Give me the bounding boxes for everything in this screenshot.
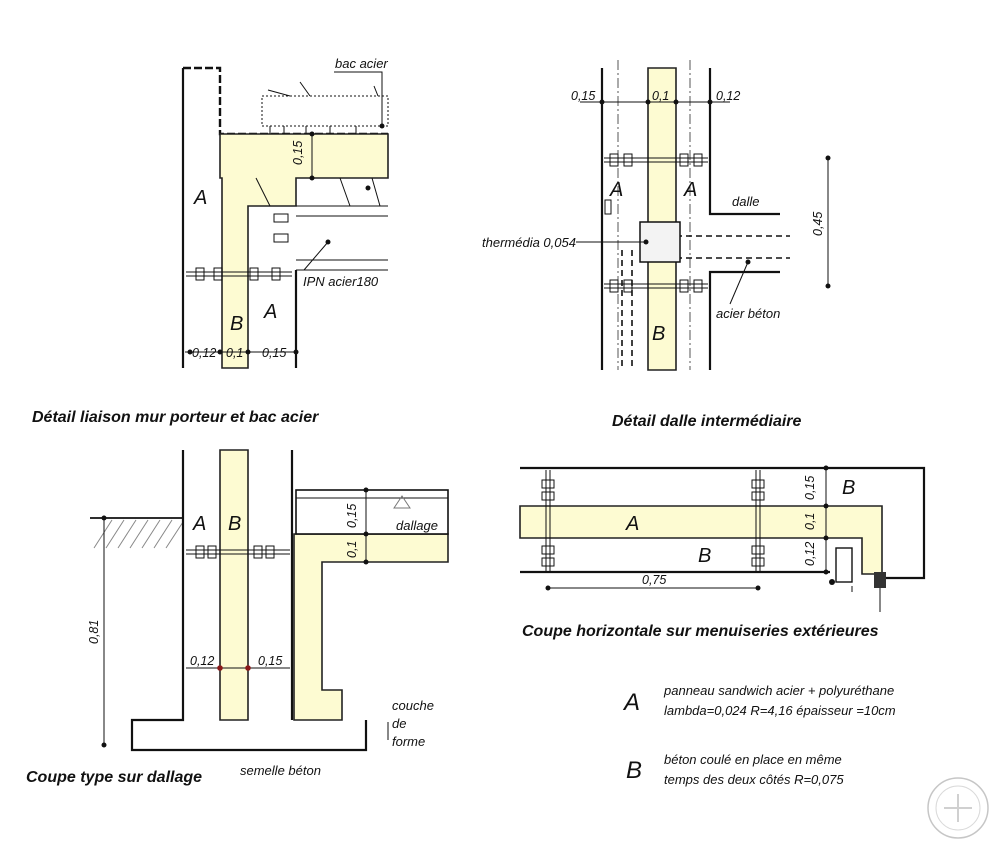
dim-015: 0,15 <box>803 476 817 500</box>
foundation-outline <box>130 450 368 752</box>
core-concrete-b <box>519 505 883 575</box>
dim-045: 0,45 <box>811 212 825 236</box>
tie-rods <box>604 157 708 289</box>
legend-b-line2: temps des deux côtés R=0,075 <box>664 772 844 787</box>
dim-01: 0,1 <box>652 89 669 103</box>
label-couche: couche <box>392 698 434 713</box>
dallage-slab <box>295 489 449 535</box>
caption-detail-1: Détail liaison mur porteur et bac acier <box>32 409 319 426</box>
frame-profile <box>835 547 853 583</box>
legend-a-line1: panneau sandwich acier + polyuréthane <box>663 683 894 698</box>
rebar-slab <box>676 235 790 259</box>
dim-01: 0,1 <box>226 346 243 360</box>
ipn-beam <box>296 205 388 271</box>
soil-hatch <box>93 519 184 549</box>
legend-letter-a: A <box>622 689 640 716</box>
letter-a: A <box>625 513 639 535</box>
legend: A panneau sandwich acier + polyuréthane … <box>622 683 896 787</box>
core-concrete-b <box>219 449 249 721</box>
legend-a-line2: lambda=0,024 R=4,16 épaisseur =10cm <box>664 703 896 718</box>
caption-detail-2: Détail dalle intermédiaire <box>612 413 802 430</box>
bolt-3 <box>249 267 259 281</box>
label-de: de <box>392 716 406 731</box>
window-frame <box>874 572 886 588</box>
dim-015: 0,15 <box>345 504 359 528</box>
bac-acier-deck <box>261 95 389 127</box>
letter-a-right: A <box>683 179 697 201</box>
letter-a-inner: A <box>263 301 277 323</box>
detail-coupe-dallage: 0,15 0,1 0,81 0,12 0,15 dallage couche d… <box>26 449 449 786</box>
label-semelle: semelle béton <box>240 763 321 778</box>
bolt-4 <box>271 267 281 281</box>
letter-a-left: A <box>609 179 623 201</box>
core-concrete-b <box>219 133 389 369</box>
letter-b-bottom: B <box>698 545 711 567</box>
joint-notch <box>604 199 612 215</box>
grass-marks <box>267 81 379 97</box>
dim-012: 0,12 <box>716 89 740 103</box>
caption-detail-4: Coupe horizontale sur menuiseries extéri… <box>522 623 879 640</box>
detail-liaison-mur-bac: bac acier IPN acier180 0,15 0,12 0,1 0,1… <box>32 56 389 426</box>
letter-b: B <box>230 313 243 335</box>
rebar-outer <box>621 250 633 370</box>
bolt-1 <box>195 267 205 281</box>
label-thermedia: thermédia 0,054 <box>482 235 576 250</box>
dim-012: 0,12 <box>190 654 214 668</box>
axis-lines <box>617 60 691 370</box>
detail-coupe-horizontale: 0,15 0,1 0,12 0,75 A B B Coupe horizonta… <box>519 465 926 640</box>
watermark-seal <box>927 777 989 839</box>
dim-01: 0,1 <box>345 541 359 558</box>
slab-concrete-b <box>293 533 449 721</box>
deck-ribs <box>269 126 357 134</box>
caption-detail-3: Coupe type sur dallage <box>26 769 202 786</box>
tie-rod <box>186 549 290 555</box>
dim-015-bottom: 0,15 <box>258 654 282 668</box>
letter-b: B <box>652 323 665 345</box>
dim-081: 0,81 <box>87 620 101 644</box>
label-bac-acier: bac acier <box>335 56 388 71</box>
tie-rods <box>545 470 761 572</box>
aggregate-mark <box>393 495 411 509</box>
legend-b-line1: béton coulé en place en même <box>664 752 842 767</box>
wall-inner-lower <box>708 270 780 370</box>
leader-acier <box>729 261 749 305</box>
core-concrete-b <box>647 67 677 371</box>
wall-inner-upper <box>708 68 780 216</box>
ipn-flange-lines <box>255 177 381 207</box>
dim-015: 0,15 <box>571 89 595 103</box>
bolt-5 <box>273 213 289 223</box>
legend-letter-b: B <box>626 757 642 784</box>
dim-01: 0,1 <box>803 513 817 530</box>
dim-015-bottom: 0,15 <box>262 346 286 360</box>
label-ipn: IPN acier180 <box>303 274 379 289</box>
letter-a: A <box>192 513 206 535</box>
leader-ipn <box>303 241 329 271</box>
dim-075: 0,75 <box>642 573 666 587</box>
detail-dalle-intermediaire: 0,15 0,1 0,12 0,45 dalle thermédia 0,054… <box>482 60 831 430</box>
dim-015-vertical: 0,15 <box>291 141 305 165</box>
bolt-6 <box>273 233 289 243</box>
label-forme: forme <box>392 734 425 749</box>
dim-012: 0,12 <box>803 542 817 566</box>
letter-b-top: B <box>842 477 855 499</box>
letter-b: B <box>228 513 241 535</box>
label-acier-beton: acier béton <box>716 306 780 321</box>
dim-012: 0,12 <box>192 346 216 360</box>
letter-a-outer: A <box>193 187 207 209</box>
leader-bac <box>334 71 383 126</box>
outer-skin <box>520 466 926 580</box>
label-dallage: dallage <box>396 518 438 533</box>
label-dalle: dalle <box>732 194 759 209</box>
bolt-2 <box>213 267 223 281</box>
